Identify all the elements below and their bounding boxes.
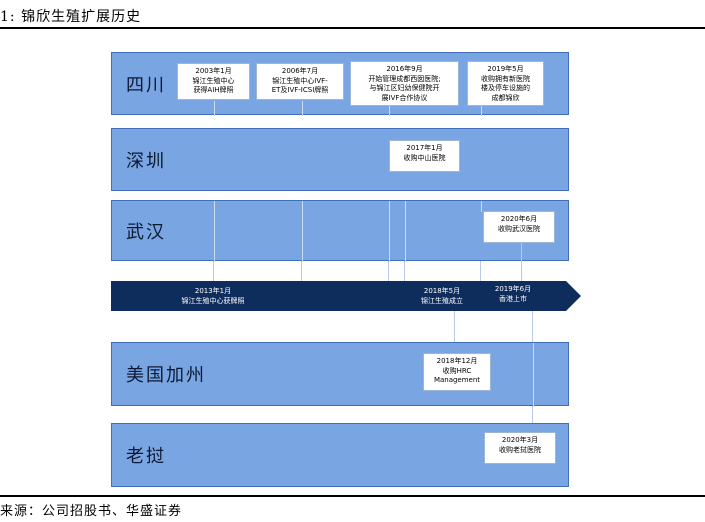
- connector-line: [214, 101, 215, 116]
- connector-line: [521, 243, 522, 281]
- connector-line: [532, 406, 533, 423]
- region-label: 美国加州: [126, 365, 206, 386]
- source-note: 来源：公司招股书、华盛证券: [0, 504, 183, 519]
- region-california: 美国加州: [111, 342, 569, 407]
- connector-line: [388, 261, 389, 281]
- event-2019-chengdu: 2019年5月 收购拥有新医院 楼及停车设施的 成都锦欣: [467, 61, 544, 106]
- region-label: 深圳: [126, 150, 166, 172]
- event-2020-wuhan: 2020年6月 收购武汉医院: [483, 211, 555, 243]
- connector-line: [481, 101, 482, 116]
- timeline-arrow: 2013年1月 锦江生殖中心获牌照 2018年5月 锦江生殖成立 2019年6月…: [111, 281, 581, 311]
- connector-line: [389, 201, 390, 262]
- top-rule: [0, 27, 705, 29]
- region-label: 老挝: [126, 446, 166, 467]
- connector-line: [533, 343, 534, 407]
- connector-line: [302, 201, 303, 262]
- connector-line: [405, 201, 406, 262]
- connector-line: [389, 101, 390, 116]
- event-2020-laos: 2020年3月 收购老挝医院: [484, 432, 556, 464]
- event-2017: 2017年1月 收购中山医院: [389, 140, 460, 172]
- timeline-label-2019: 2019年6月 香港上市: [494, 285, 532, 303]
- figure-title: 1: 锦欣生殖扩展历史: [0, 9, 142, 25]
- event-2018-hrc: 2018年12月 收购HRC Management: [423, 353, 491, 391]
- connector-line: [532, 311, 533, 342]
- event-2003: 2003年1月 锦江生殖中心 获得AIH牌照: [177, 63, 250, 100]
- connector-line: [213, 261, 214, 281]
- timeline-label-2018: 2018年5月 锦江生殖成立: [421, 287, 463, 305]
- timeline-label-2013: 2013年1月 锦江生殖中心获牌照: [181, 287, 245, 305]
- event-2016: 2016年9月 开始管理成都西囡医院; 与锦江区妇幼保健院开 展IVF合作协议: [350, 61, 459, 106]
- connector-line: [302, 101, 303, 116]
- connector-line: [481, 201, 482, 212]
- event-2006: 2006年7月 锦江生殖中心IVF- ET及IVF-ICSI牌照: [256, 63, 344, 100]
- region-shenzhen: 深圳: [111, 128, 569, 191]
- bottom-rule: [0, 495, 705, 497]
- connector-line: [454, 311, 455, 342]
- region-label: 武汉: [126, 221, 166, 243]
- timeline-arrow-shape: [111, 281, 581, 311]
- region-label: 四川: [126, 74, 166, 96]
- connector-line: [480, 261, 481, 281]
- connector-line: [301, 261, 302, 281]
- connector-line: [404, 261, 405, 281]
- connector-line: [214, 201, 215, 262]
